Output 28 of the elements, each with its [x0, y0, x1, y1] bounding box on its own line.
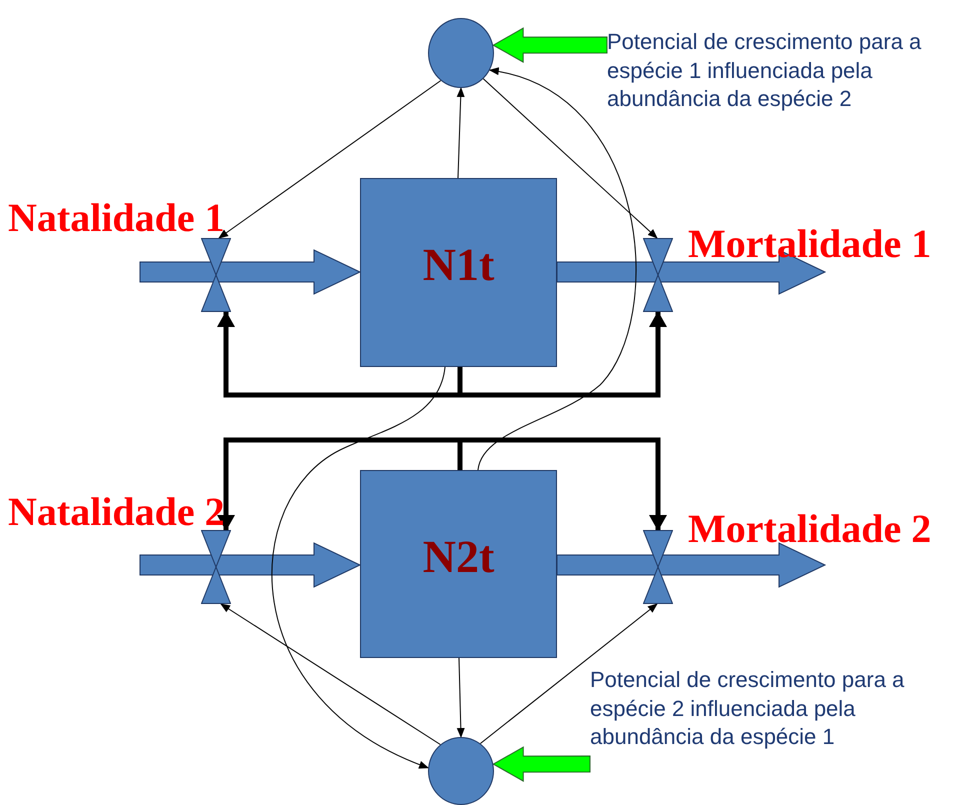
flow-arrow — [556, 542, 826, 588]
pointer-arrow — [492, 746, 590, 782]
valve-symbol — [201, 530, 231, 604]
stock-box — [360, 470, 557, 658]
flow-label: Mortalidade 1 — [688, 220, 932, 267]
flow-label: Natalidade 2 — [8, 488, 225, 535]
valve-symbol — [643, 530, 673, 604]
arrow — [482, 78, 658, 239]
flow-arrow — [556, 249, 826, 295]
arrow — [480, 603, 658, 744]
arrow — [456, 658, 465, 738]
note-text: Potencial de crescimento para a espécie 1 influenciada pela abundância da espécie 2 — [607, 28, 922, 114]
arrow — [478, 68, 636, 470]
stock-box — [360, 178, 557, 367]
note-text: Potencial de crescimento para a espécie 2 influenciada pela abundância da espécie 1 — [590, 666, 906, 752]
flow-label: Natalidade 1 — [8, 194, 225, 241]
flow-label: Mortalidade 2 — [688, 505, 932, 552]
pointer-arrow — [492, 27, 608, 63]
valve-symbol — [643, 238, 673, 312]
arrow — [271, 366, 446, 768]
flow-arrow — [140, 542, 362, 588]
stock-label: N1t — [422, 238, 494, 291]
stock-label: N2t — [422, 530, 494, 582]
arrow — [456, 87, 465, 178]
valve-symbol — [201, 238, 231, 312]
flow-arrow — [140, 249, 362, 295]
arrow — [218, 80, 442, 239]
arrow — [220, 603, 441, 745]
